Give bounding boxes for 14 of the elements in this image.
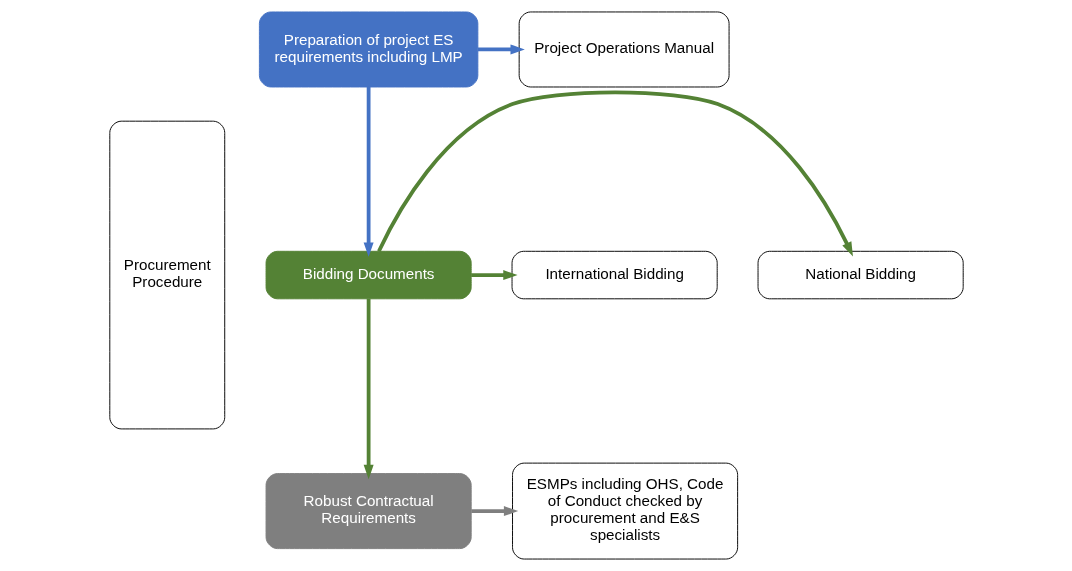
node-box: Project Operations Manual	[518, 11, 730, 88]
arrow	[363, 298, 374, 480]
node-box: Procurement Procedure	[108, 120, 225, 430]
node-box: Preparation of project ES requirements including LMP	[258, 11, 478, 88]
arrow	[470, 270, 518, 281]
node-box: International Bidding	[511, 250, 718, 300]
arrow	[470, 506, 518, 517]
arrow	[477, 44, 525, 55]
node-box: National Bidding	[757, 250, 964, 300]
node-box: ESMPs including OHS, Code of Conduct checked by procurement and E&S specialists	[511, 462, 738, 560]
node-box: Robust Contractual Requirements	[265, 473, 472, 550]
arrow	[363, 87, 374, 257]
node-box: Bidding Documents	[265, 250, 472, 300]
arrow	[376, 90, 853, 257]
